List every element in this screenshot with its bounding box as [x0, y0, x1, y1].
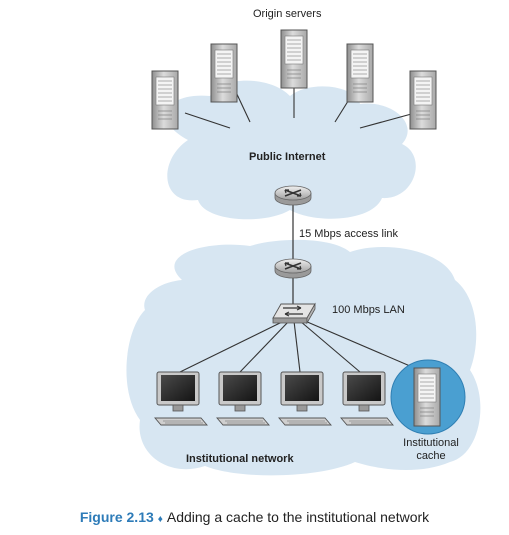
origin-server-icon — [151, 70, 179, 130]
figure-number: Figure 2.13 — [79, 509, 154, 525]
access-link-label: 15 Mbps access link — [299, 228, 399, 240]
lan-links — [179, 320, 411, 373]
institutional-cache-icon — [390, 359, 466, 435]
caption-separator: ♦ — [157, 514, 163, 525]
origin-server-icon — [280, 29, 308, 89]
lan-switch-icon — [272, 302, 316, 325]
internet-router-icon — [274, 185, 312, 206]
caption-text: Adding a cache to the institutional netw… — [166, 509, 430, 525]
institutional-router-icon — [274, 258, 312, 279]
institutional-network-cloud — [126, 239, 481, 476]
origin-servers-label: Origin servers — [253, 8, 322, 20]
institutional-network-label: Institutional network — [186, 453, 294, 465]
figure-caption: Figure 2.13♦Adding a cache to the instit… — [0, 509, 509, 525]
lan-label: 100 Mbps LAN — [332, 304, 405, 316]
cache-label-line1: Institutional — [403, 437, 459, 449]
cache-label-line2: cache — [416, 450, 446, 462]
public-internet-cloud — [166, 80, 416, 220]
origin-server-icon — [346, 43, 374, 103]
institutional-cache-label: Institutional cache — [386, 437, 476, 463]
origin-server-icon — [409, 70, 437, 130]
public-internet-label: Public Internet — [249, 151, 326, 163]
origin-server-icon — [210, 43, 238, 103]
